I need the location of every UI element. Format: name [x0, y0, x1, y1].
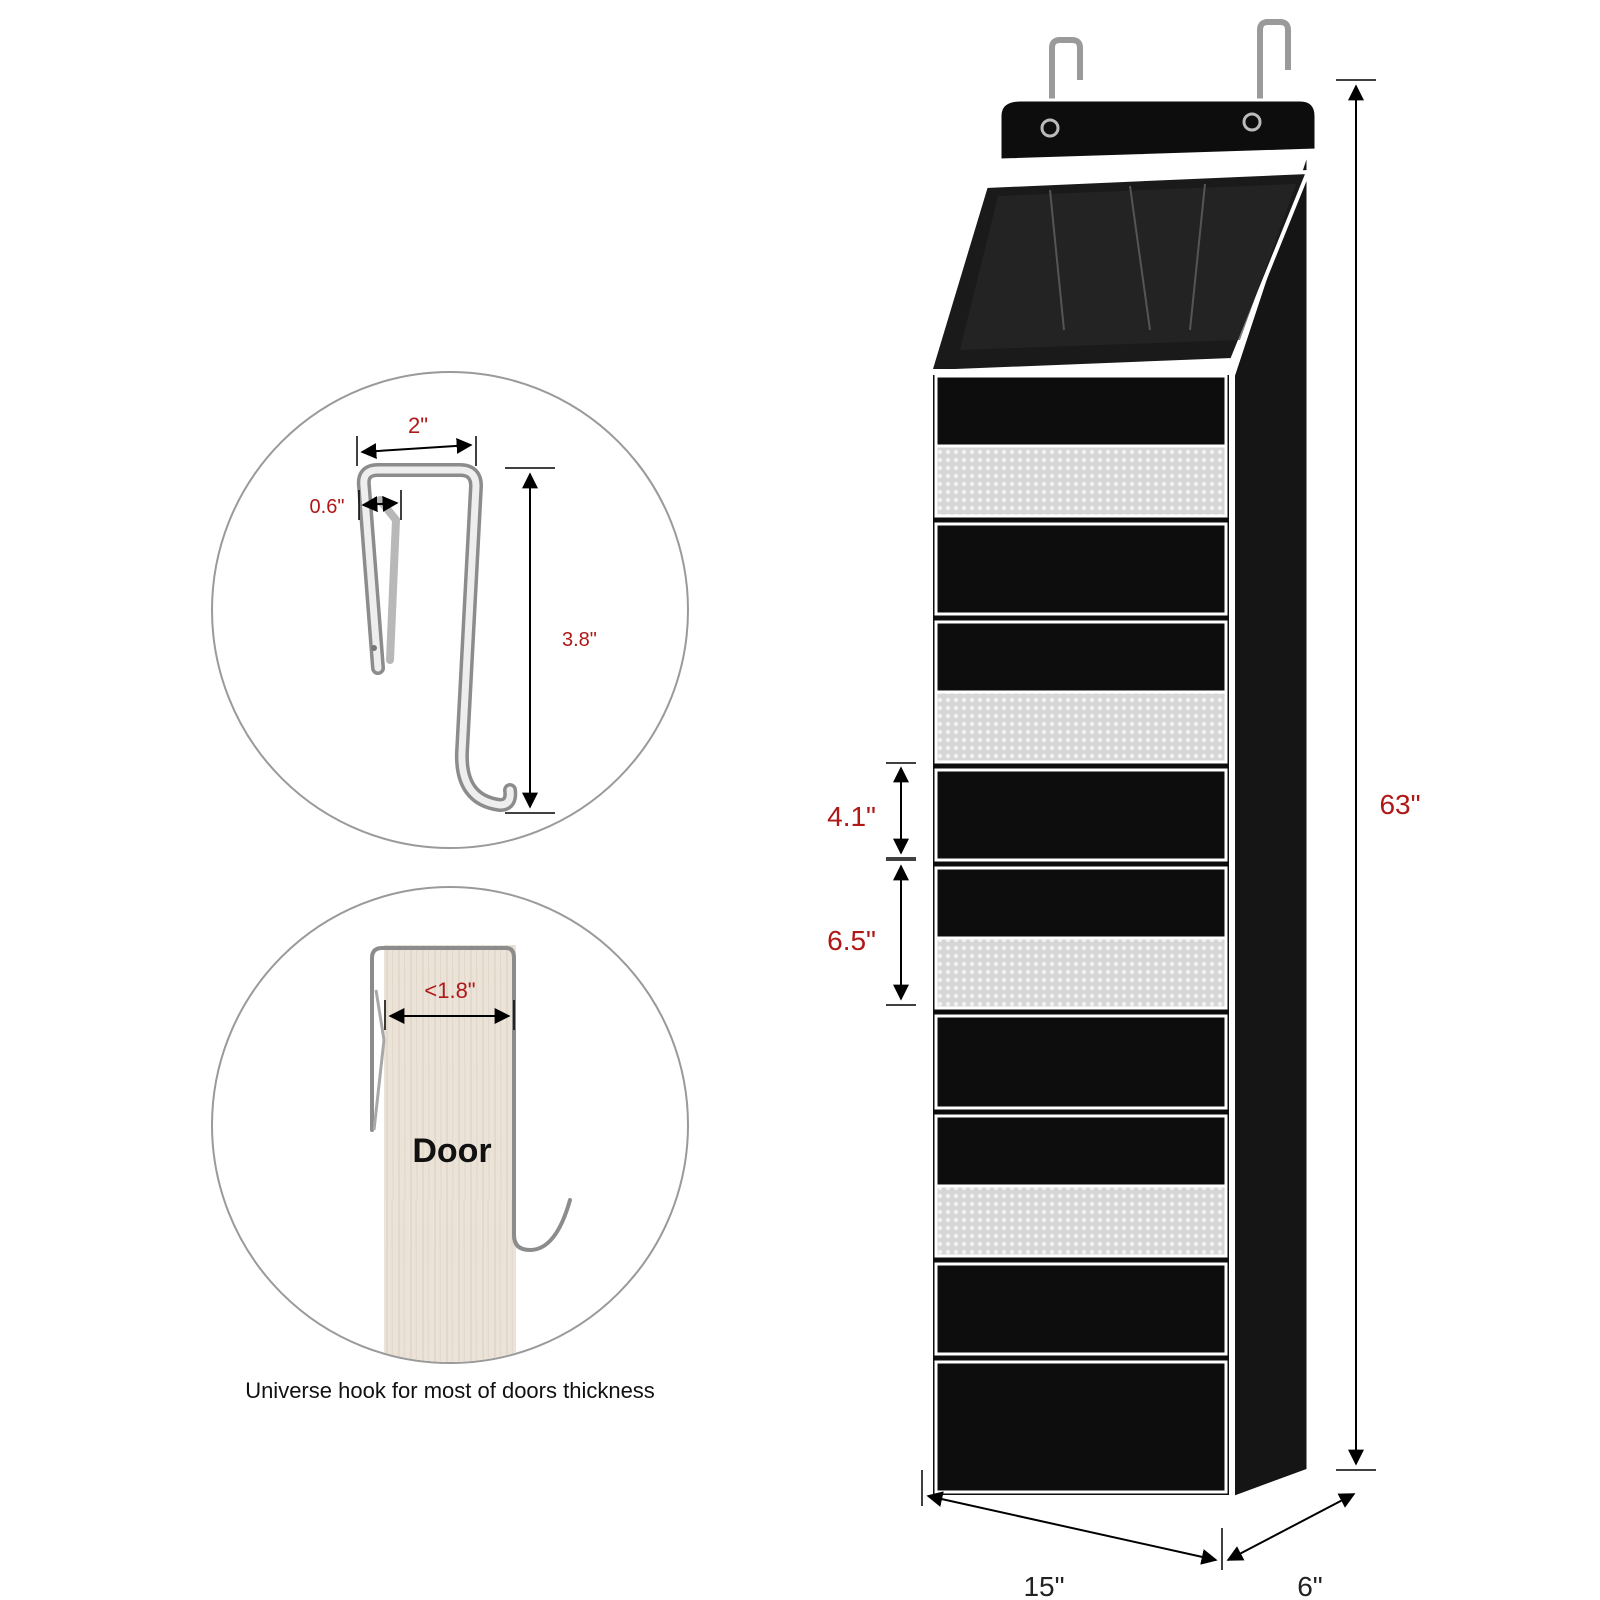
hook-gap-dimension: 0.6": [310, 490, 402, 520]
hook-width-dimension: 2": [356, 413, 477, 466]
door-thickness-label: <1.8": [424, 978, 475, 1003]
pocket-1-top: [934, 374, 1228, 448]
large-pocket-dimension: 6.5": [827, 859, 916, 1006]
organizer-height-dimension: 63": [1336, 79, 1421, 1471]
pocket-7-top: [934, 1114, 1228, 1188]
door-label: Door: [412, 1132, 491, 1170]
door-caption: Universe hook for most of doors thicknes…: [245, 1378, 655, 1403]
door-organizer: 63" 4.1" 6.5" 15" 6": [827, 19, 1421, 1600]
mesh-pocket-1: [934, 444, 1228, 518]
detail-circle-outline: [211, 371, 689, 849]
hook-detail-circle: 2" 0.6" 3.8": [211, 371, 689, 849]
small-pocket-dimension: 4.1": [827, 762, 916, 859]
mesh-pocket-3: [934, 936, 1228, 1010]
grommet-left: [1040, 118, 1060, 138]
organizer-width-dimension: 15": [921, 1470, 1223, 1600]
small-pocket-label: 4.1": [827, 801, 876, 832]
door-detail-circle: <1.8" Door: [211, 886, 689, 1364]
organizer-side-panel: [1230, 149, 1310, 1501]
mesh-pocket-2: [934, 690, 1228, 764]
top-hook-left: [1049, 37, 1083, 120]
grommet-right: [1242, 112, 1262, 132]
top-hook-right: [1257, 19, 1291, 120]
hook-height-label: 3.8": [562, 629, 597, 651]
pocket-3-top: [934, 620, 1228, 694]
header-panel: [998, 98, 1318, 162]
organizer-width-label: 15": [1023, 1571, 1064, 1600]
pocket-6: [934, 1014, 1228, 1110]
organizer-depth-label: 6": [1297, 1571, 1323, 1600]
organizer-height-label: 63": [1379, 789, 1420, 820]
pocket-2: [934, 522, 1228, 616]
pocket-4: [934, 768, 1228, 862]
pocket-bottom: [934, 1360, 1228, 1494]
pocket-5-top: [934, 866, 1228, 940]
hook-width-label: 2": [408, 413, 428, 438]
large-pocket-label: 6.5": [827, 925, 876, 956]
mesh-pocket-4: [934, 1184, 1228, 1258]
organizer-depth-dimension: 6": [1226, 1493, 1356, 1600]
hook-height-dimension: 3.8": [505, 467, 597, 814]
pocket-rows: [934, 374, 1228, 1494]
pocket-8: [934, 1262, 1228, 1356]
door-thickness-dimension: <1.8": [384, 978, 515, 1030]
door-hook: [370, 946, 572, 1252]
hook-gap-label: 0.6": [310, 496, 345, 518]
